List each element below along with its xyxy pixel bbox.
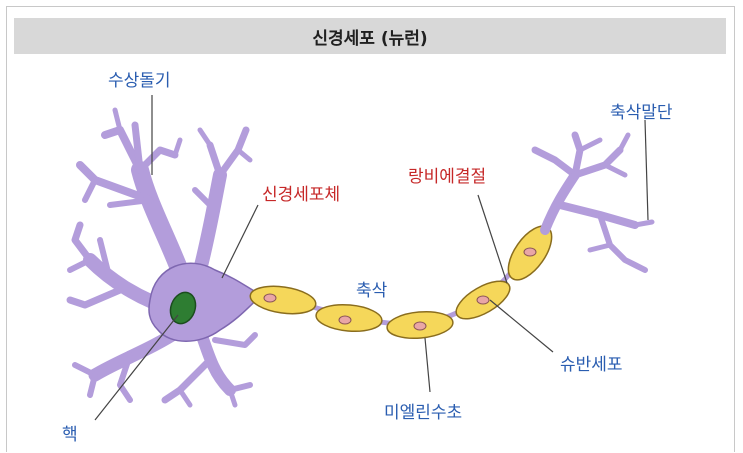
label-soma: 신경세포체	[262, 180, 340, 205]
myelin-segment	[249, 283, 318, 318]
axon-terminals	[535, 135, 652, 270]
label-dendrite: 수상돌기	[108, 66, 171, 91]
label-schwann-cell: 슈반세포	[560, 350, 623, 375]
label-node-of-ranvier: 랑비에결절	[408, 162, 486, 187]
label-axon-terminal: 축삭말단	[610, 98, 673, 123]
label-myelin-sheath: 미엘린수초	[384, 398, 462, 423]
label-axon: 축삭	[356, 276, 387, 301]
myelin-sheath	[249, 219, 561, 341]
dendrites	[70, 110, 255, 405]
label-nucleus: 핵	[62, 420, 78, 445]
